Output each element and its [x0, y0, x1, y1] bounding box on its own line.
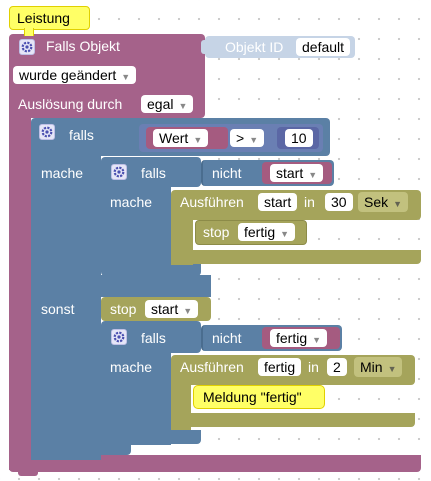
- trigger-by-label: Auslösung durch: [18, 96, 123, 112]
- if3-not-label: nicht: [212, 330, 242, 346]
- stop2-name-dropdown[interactable]: start▼: [145, 300, 199, 318]
- gear-icon[interactable]: [19, 39, 35, 55]
- timeout1-in-label: in: [304, 194, 315, 210]
- timeout2-value-field[interactable]: 2: [327, 358, 347, 376]
- trigger-block-spine: [9, 110, 31, 470]
- trigger-block-bottom-notch: [18, 470, 38, 476]
- if1-falls-label: falls: [69, 127, 94, 143]
- comment-bubble-text: Leistung: [17, 10, 70, 26]
- timeout1-value-field[interactable]: 30: [325, 193, 353, 211]
- if3-var-dropdown[interactable]: fertig▼: [270, 329, 328, 347]
- if2-falls-label: falls: [141, 165, 166, 181]
- if-else-mid-bar: [31, 275, 211, 297]
- timeout1-name-field[interactable]: start: [258, 193, 298, 211]
- trigger-block-bottom: [9, 455, 421, 472]
- if1-mache-label: mache: [41, 165, 84, 181]
- timeout2-bottom: [171, 413, 415, 427]
- comment-bubble-tail: [24, 28, 34, 36]
- object-id-field[interactable]: default: [296, 38, 351, 56]
- gear-icon[interactable]: [39, 124, 55, 140]
- object-id-connector: [201, 40, 209, 54]
- comment-bubble[interactable]: [9, 6, 90, 30]
- compare-operator-dropdown[interactable]: >▼: [230, 129, 265, 147]
- if3-mache-label: mache: [110, 359, 153, 375]
- if2-mache-label: mache: [110, 194, 153, 210]
- if3-falls-label: falls: [141, 330, 166, 346]
- timeout2-unit-dropdown[interactable]: Min▼: [354, 357, 403, 377]
- if2-spine: [101, 180, 171, 270]
- if2-not-label: nicht: [212, 165, 242, 181]
- gear-icon[interactable]: [111, 164, 127, 180]
- trigger-by-dropdown[interactable]: egal▼: [141, 95, 194, 113]
- trigger-title: Falls Objekt: [46, 38, 120, 54]
- stop1-name-dropdown[interactable]: fertig▼: [238, 223, 296, 241]
- message-comment-block[interactable]: [193, 385, 325, 409]
- gear-icon[interactable]: [111, 329, 127, 345]
- timeout1-label: Ausführen: [180, 194, 244, 210]
- object-id-label: Objekt ID: [225, 39, 284, 55]
- timeout2-in-label: in: [308, 359, 319, 375]
- if-else-spine: [31, 150, 101, 460]
- if2-var-dropdown[interactable]: start▼: [270, 164, 324, 182]
- trigger-condition-dropdown[interactable]: wurde geändert▼: [13, 66, 137, 84]
- if2-bottom: [101, 262, 201, 276]
- message-comment-text: Meldung "fertig": [203, 389, 302, 405]
- compare-right-field[interactable]: 10: [285, 129, 313, 147]
- timeout1-unit-dropdown[interactable]: Sek▼: [358, 192, 409, 212]
- if1-sonst-label: sonst: [41, 301, 75, 317]
- stop2-label: stop: [110, 301, 137, 317]
- if3-spine: [101, 345, 171, 445]
- compare-left-dropdown[interactable]: Wert▼: [153, 129, 209, 147]
- timeout2-name-field[interactable]: fertig: [258, 358, 302, 376]
- stop1-label: stop: [203, 224, 230, 240]
- timeout2-label: Ausführen: [180, 359, 244, 375]
- timeout1-bottom: [171, 250, 421, 264]
- if3-bottom: [101, 430, 201, 444]
